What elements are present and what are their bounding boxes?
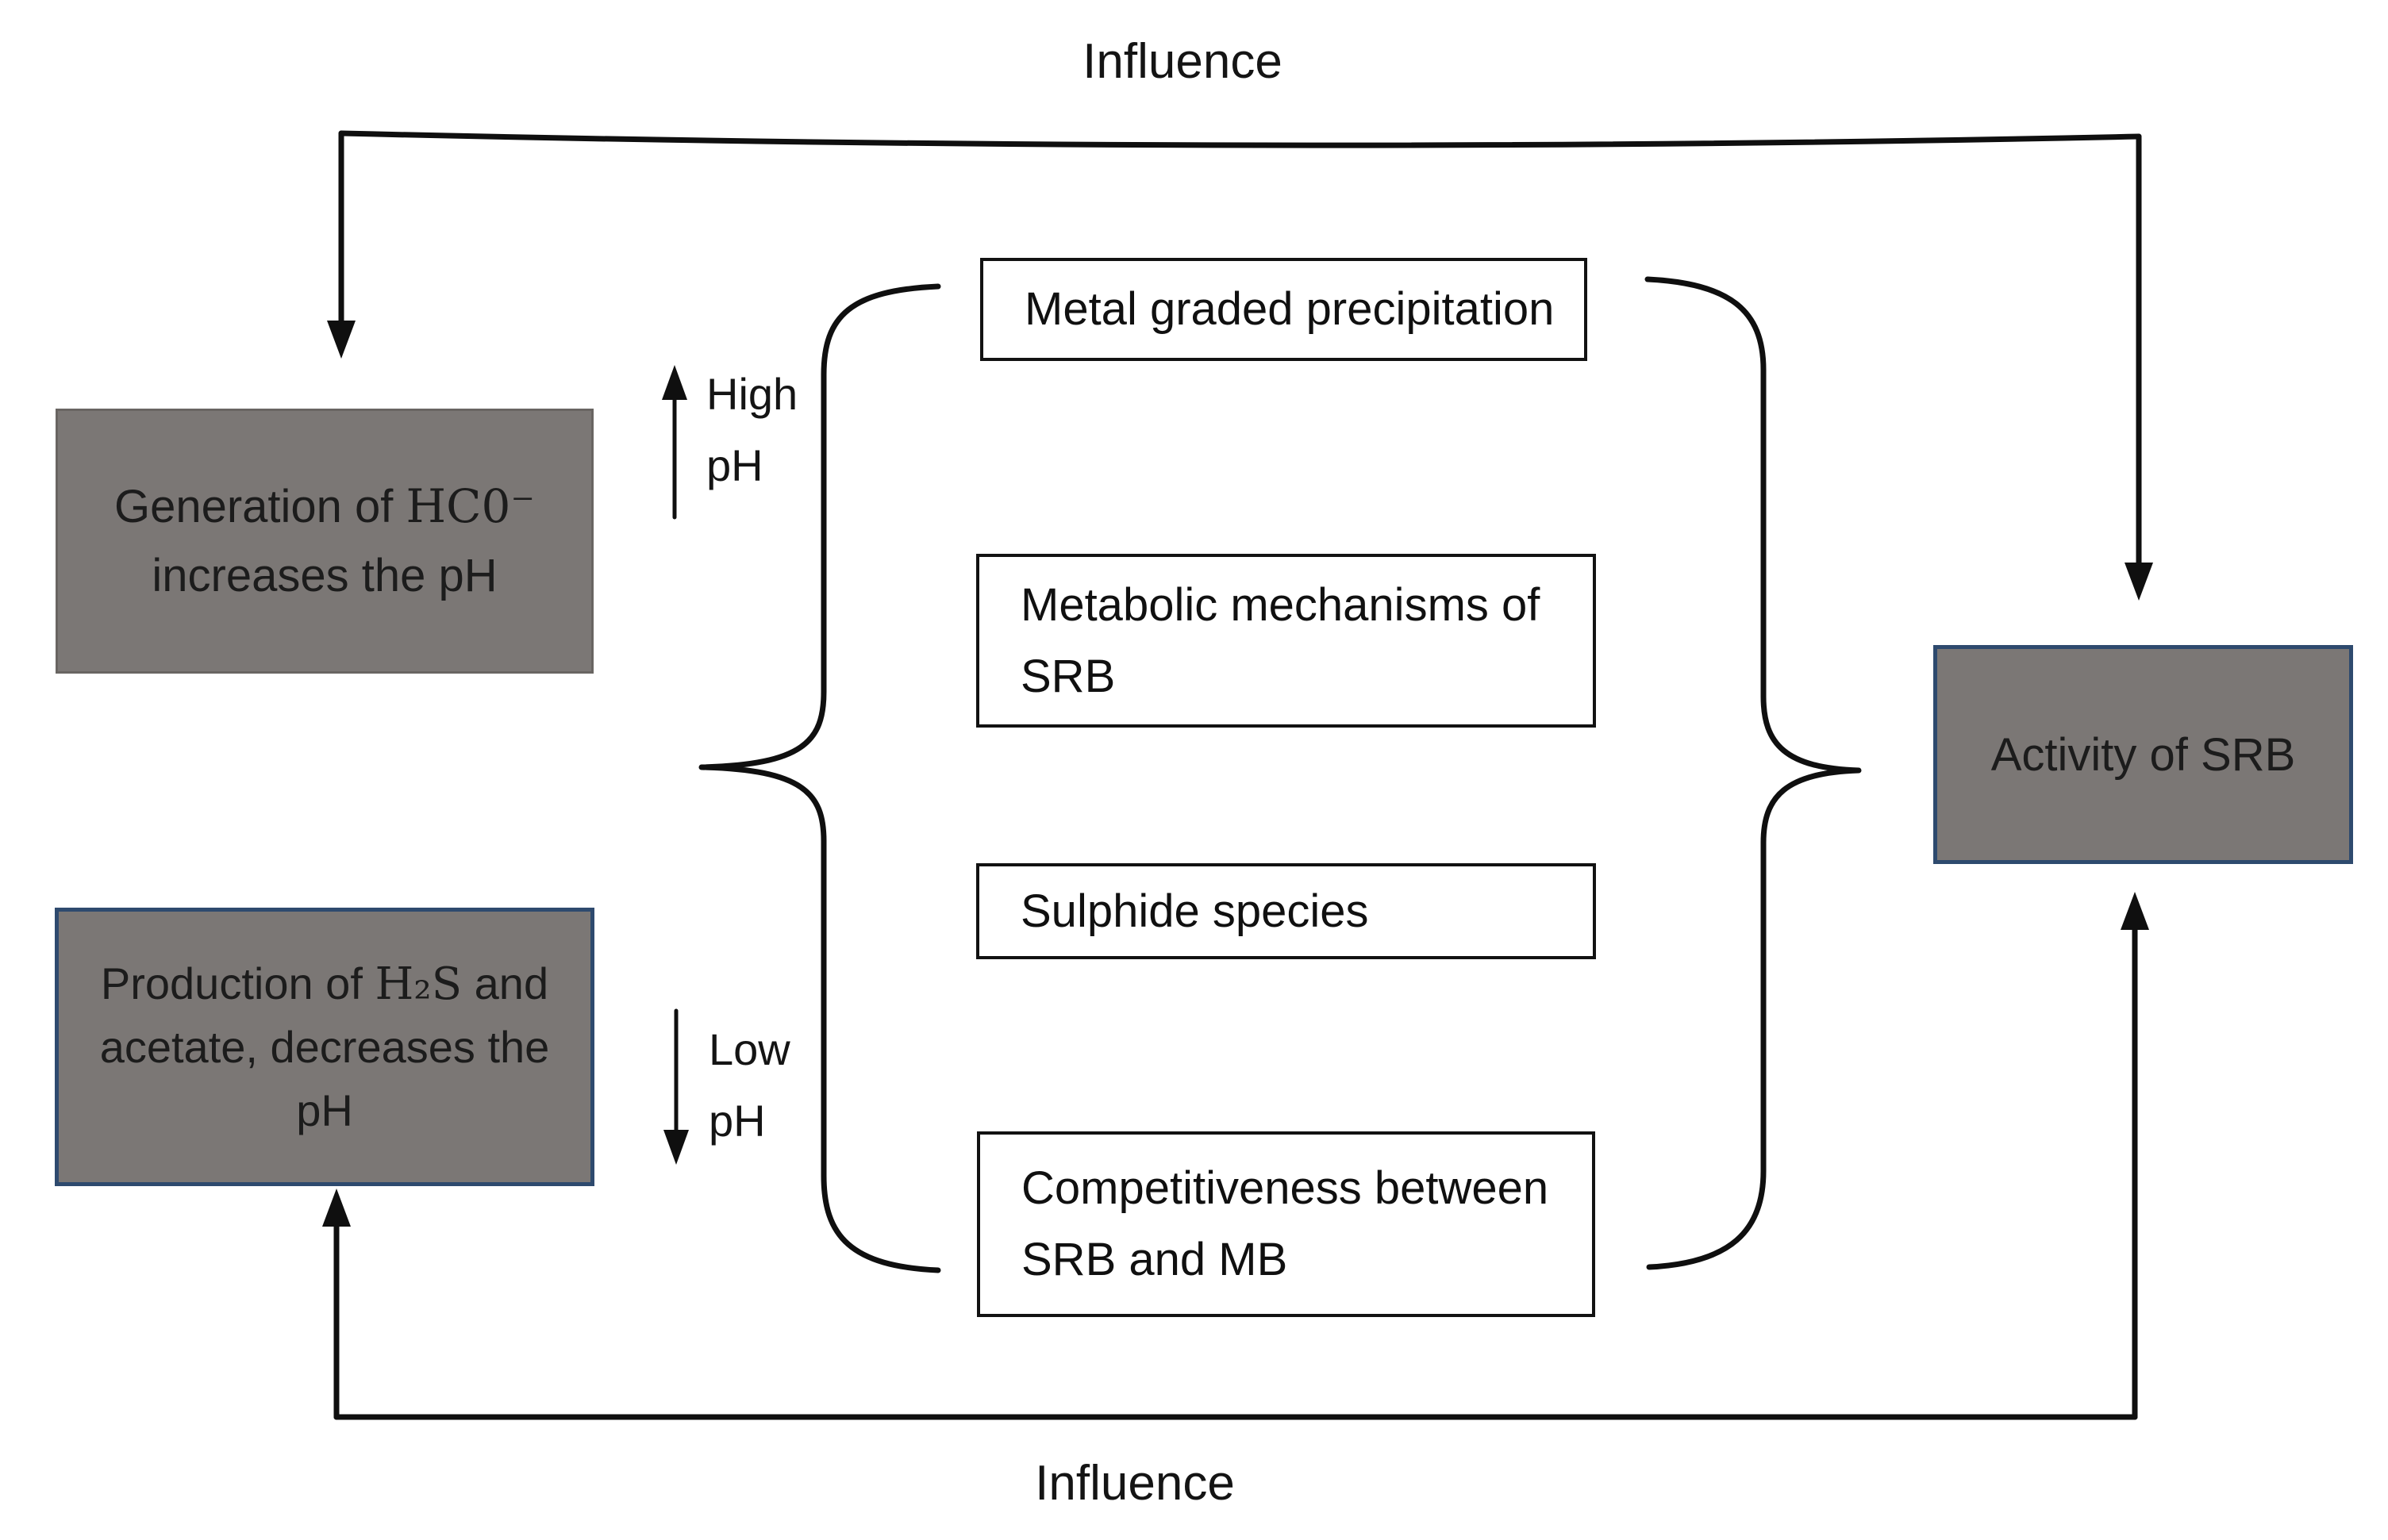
competitiveness-box: Competitiveness between SRB and MB [977,1131,1595,1317]
competitiveness-label: Competitiveness between SRB and MB [1021,1162,1549,1285]
high-ph-line2: pH [706,440,763,490]
influence-label-top: Influence [1082,34,1282,89]
low-ph-line1: Low [709,1024,790,1074]
sulphide-species-label: Sulphide species [1021,885,1369,937]
generation-line1-prefix: Generation of [113,481,406,532]
production-h2s-box: Production of H₂S and acetate, decreases… [55,908,594,1186]
metal-graded-precipitation-box: Metal graded precipitation [980,258,1587,361]
production-line1-prefix: Production of [100,958,375,1008]
production-line3: pH [296,1085,353,1135]
low-ph-arrowhead-down [663,1130,689,1165]
metal-graded-precipitation-label: Metal graded precipitation [1025,283,1555,336]
generation-line2: increases the pH [152,550,498,601]
influence-top-line [338,130,2142,148]
sulphide-species-box: Sulphide species [976,863,1596,959]
metabolic-mechanisms-label: Metabolic mechanisms of SRB [1021,578,1540,702]
low-ph-label: Low pH [709,1014,790,1156]
production-line1: Production of H₂S and [101,952,548,1016]
low-ph-line2: pH [709,1095,766,1146]
arrowhead-down-to-activity [2125,563,2153,601]
influence-label-bottom: Influence [1035,1456,1235,1511]
generation-hco-box: Generation of HC0⁻ increases the pH [56,409,594,674]
arrowhead-down-to-generation [327,321,356,359]
high-ph-arrowhead-up [662,365,687,400]
generation-line1-formula: HC0⁻ [406,479,536,533]
metabolic-mechanisms-box: Metabolic mechanisms of SRB [976,554,1596,728]
high-ph-line1: High [706,369,798,419]
activity-of-srb-label: Activity of SRB [1990,728,2296,781]
generation-line1: Generation of HC0⁻ [114,472,535,541]
production-line1-suffix: and [462,958,549,1008]
production-line1-formula: H₂S [375,958,463,1010]
arrowhead-up-to-production [322,1189,351,1227]
production-line2: acetate, decreases the [99,1022,550,1073]
right-curly-brace [1644,276,1862,1270]
activity-of-srb-box: Activity of SRB [1933,645,2353,864]
arrowhead-up-to-activity [2121,892,2149,930]
high-ph-label: High pH [706,359,798,501]
